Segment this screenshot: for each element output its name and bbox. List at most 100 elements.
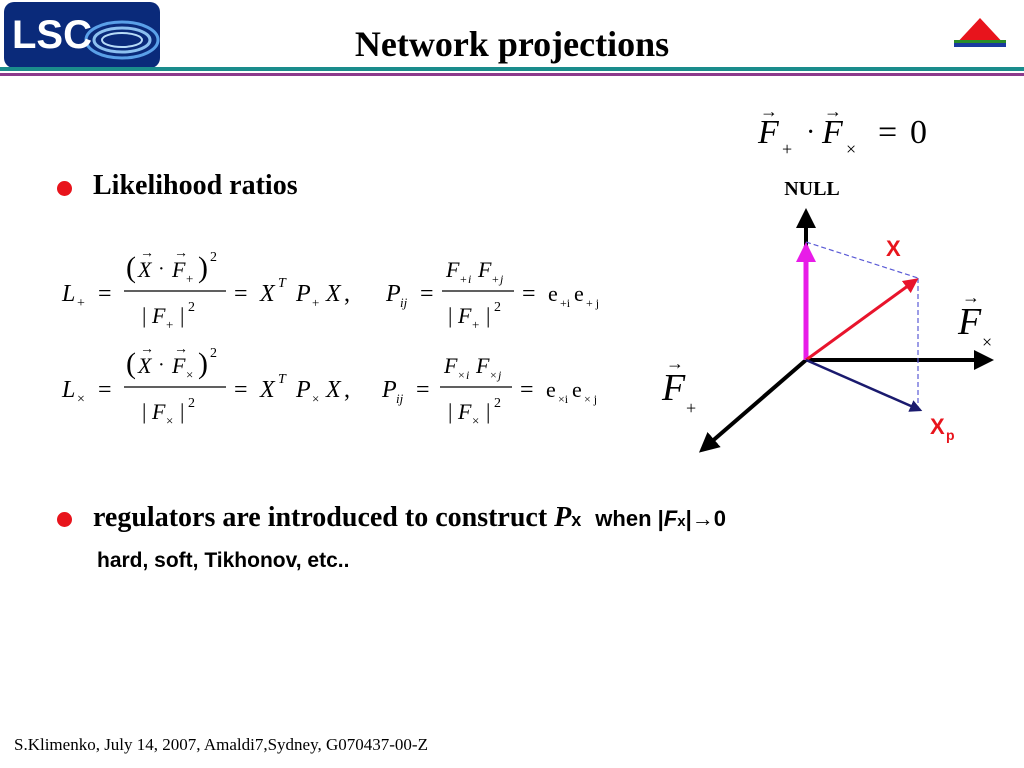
page-title: Network projections (354, 24, 670, 64)
svg-text:F: F (475, 353, 490, 378)
svg-text:|: | (180, 303, 184, 328)
projection-line-top (805, 241, 919, 279)
svg-text:e: e (546, 377, 556, 402)
svg-text:×: × (846, 139, 856, 159)
svg-text:F: F (171, 353, 186, 378)
svg-text:j: j (498, 272, 504, 286)
when-text: when | (595, 506, 664, 531)
svg-text:F: F (457, 399, 472, 424)
likelihood-equations: L + = ( X → · F → + ) 2 | F + | 2 = X T … (61, 246, 599, 428)
svg-text:|: | (142, 399, 146, 424)
fplus-sub-label: + (686, 398, 696, 418)
svg-text:|: | (142, 303, 146, 328)
xp-sub-label: p (946, 427, 955, 443)
svg-text:→: → (174, 246, 188, 261)
tail-text: |→0 (685, 506, 726, 531)
svg-text:+: + (782, 139, 792, 159)
svg-text:→: → (824, 105, 842, 121)
fcross-sub-label: × (982, 332, 992, 352)
svg-text:e: e (572, 377, 582, 402)
equation-lplus: L + = ( X → · F → + ) 2 | F + | 2 = X T … (61, 246, 599, 332)
xp-label: X (930, 414, 945, 439)
svg-text:+: + (460, 272, 467, 286)
svg-text:×: × (312, 391, 319, 406)
svg-text:2: 2 (188, 396, 195, 411)
svg-text:×i: ×i (558, 392, 569, 406)
fplus-axis (698, 358, 808, 453)
svg-text:F: F (151, 399, 166, 424)
svg-text:i: i (468, 272, 471, 286)
svg-text:X: X (137, 353, 153, 378)
svg-text:T: T (278, 276, 287, 291)
svg-text:(: ( (126, 251, 136, 284)
equation-lcross: L × = ( X → · F → × ) 2 | F × | 2 = X T … (61, 342, 597, 428)
svg-text:|: | (486, 399, 490, 424)
svg-text:F: F (151, 303, 166, 328)
svg-text:+: + (166, 317, 173, 332)
svg-text:=: = (416, 377, 430, 403)
svg-text:→: → (760, 105, 778, 121)
svg-text:): ) (198, 251, 208, 284)
svg-text:X: X (259, 281, 276, 307)
svg-text:0: 0 (910, 114, 927, 151)
svg-text:=: = (234, 377, 248, 403)
svg-text:=: = (98, 377, 112, 403)
svg-text:+: + (492, 272, 499, 286)
svg-text:F: F (757, 114, 780, 151)
fcross-label: F (957, 301, 982, 343)
svg-text:L: L (61, 377, 75, 403)
svg-text:×: × (472, 413, 479, 428)
svg-text:×: × (77, 392, 85, 407)
svg-text:×: × (458, 368, 465, 382)
lsc-logo: LSC (4, 2, 160, 68)
svg-text:F: F (443, 353, 458, 378)
svg-text:+: + (77, 296, 85, 311)
p-sub: x (571, 510, 582, 530)
svg-text:j: j (496, 368, 502, 382)
logo-text: LSC (12, 13, 92, 57)
svg-text:F: F (445, 257, 460, 282)
svg-text:+: + (472, 317, 479, 332)
svg-text:2: 2 (494, 300, 501, 315)
svg-text:|: | (448, 399, 452, 424)
svg-text:=: = (98, 281, 112, 307)
svg-text:|: | (180, 399, 184, 424)
svg-text:×: × (166, 413, 173, 428)
svg-text:→: → (666, 353, 684, 373)
svg-text:P: P (295, 281, 311, 307)
svg-text:→: → (140, 342, 154, 357)
bullet-likelihood-ratios: Likelihood ratios (93, 170, 298, 201)
svg-text:+: + (186, 271, 193, 286)
regulators-text: regulators are introduced to construct (93, 502, 555, 533)
null-label: NULL (784, 178, 840, 200)
svg-text:X: X (259, 377, 276, 403)
svg-text:e: e (574, 281, 584, 306)
svg-text:(: ( (126, 347, 136, 380)
svg-text:,: , (344, 377, 350, 403)
svg-text:P: P (381, 377, 397, 403)
x-label: X (886, 236, 901, 261)
header-rule (0, 67, 1024, 76)
svg-text:×: × (186, 367, 193, 382)
svg-text:): ) (198, 347, 208, 380)
x-vector-arrow (805, 278, 919, 362)
sub-bullet-regularizers: hard, soft, Tikhonov, etc.. (97, 549, 350, 572)
svg-text:2: 2 (210, 346, 217, 361)
svg-text:→: → (174, 342, 188, 357)
svg-text:P: P (295, 377, 311, 403)
bullet-dot (57, 181, 72, 196)
svg-text:=: = (234, 281, 248, 307)
xp-vector-arrow (805, 358, 923, 412)
footer-citation: S.Klimenko, July 14, 2007, Amaldi7,Sydne… (14, 735, 428, 754)
svg-text:L: L (61, 281, 75, 307)
svg-text:2: 2 (210, 250, 217, 265)
svg-text:F: F (457, 303, 472, 328)
svg-text:→: → (962, 287, 980, 307)
svg-text:2: 2 (494, 396, 501, 411)
svg-text:·: · (158, 258, 165, 280)
svg-text:=: = (522, 281, 536, 307)
svg-text:i: i (466, 368, 469, 382)
bullet-regulators: regulators are introduced to construct P… (93, 500, 726, 540)
f-sub: x (677, 513, 686, 530)
p-symbol: P (554, 502, 572, 533)
